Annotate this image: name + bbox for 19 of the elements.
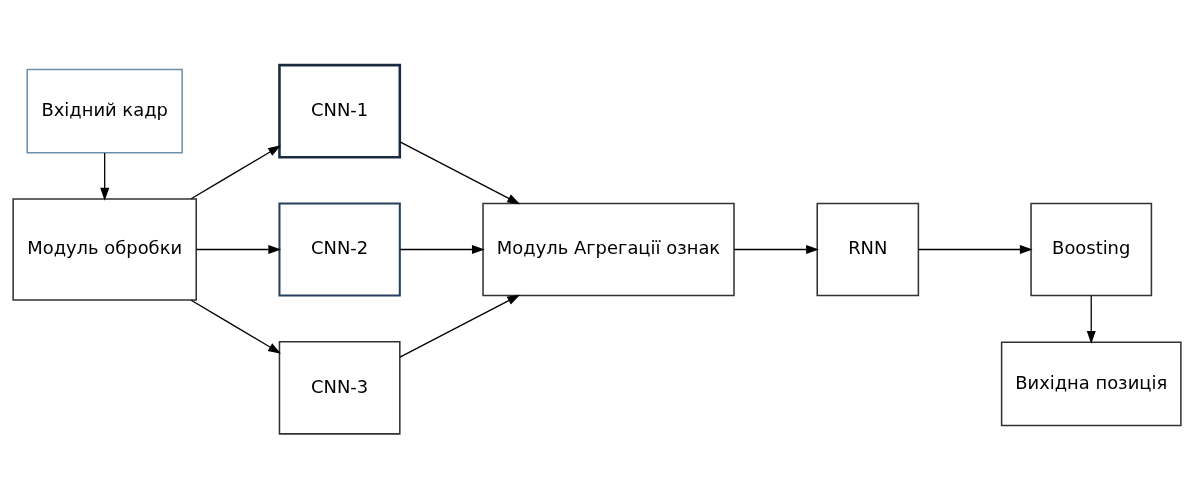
arrow (195, 245, 282, 254)
node-box: Модуль обробки (12, 198, 197, 301)
node-box: CNN-2 (278, 202, 401, 297)
arrow (190, 145, 281, 200)
arrow (399, 294, 521, 358)
arrow (918, 245, 1033, 254)
node-box: CNN-1 (278, 63, 402, 159)
arrow (1086, 295, 1096, 344)
arrow (399, 141, 521, 205)
arrow (399, 245, 485, 254)
arrow (190, 299, 281, 354)
node-box: Вихідна позиція (1000, 341, 1182, 427)
node-box: Boosting (1030, 202, 1153, 297)
node-box: RNN (816, 202, 920, 297)
node-box: CNN-3 (278, 340, 401, 435)
node-box: Модуль Агрегації ознак (482, 202, 735, 297)
arrow (100, 152, 110, 201)
arrow (733, 245, 819, 254)
node-box: Вхідний кадр (26, 68, 183, 154)
